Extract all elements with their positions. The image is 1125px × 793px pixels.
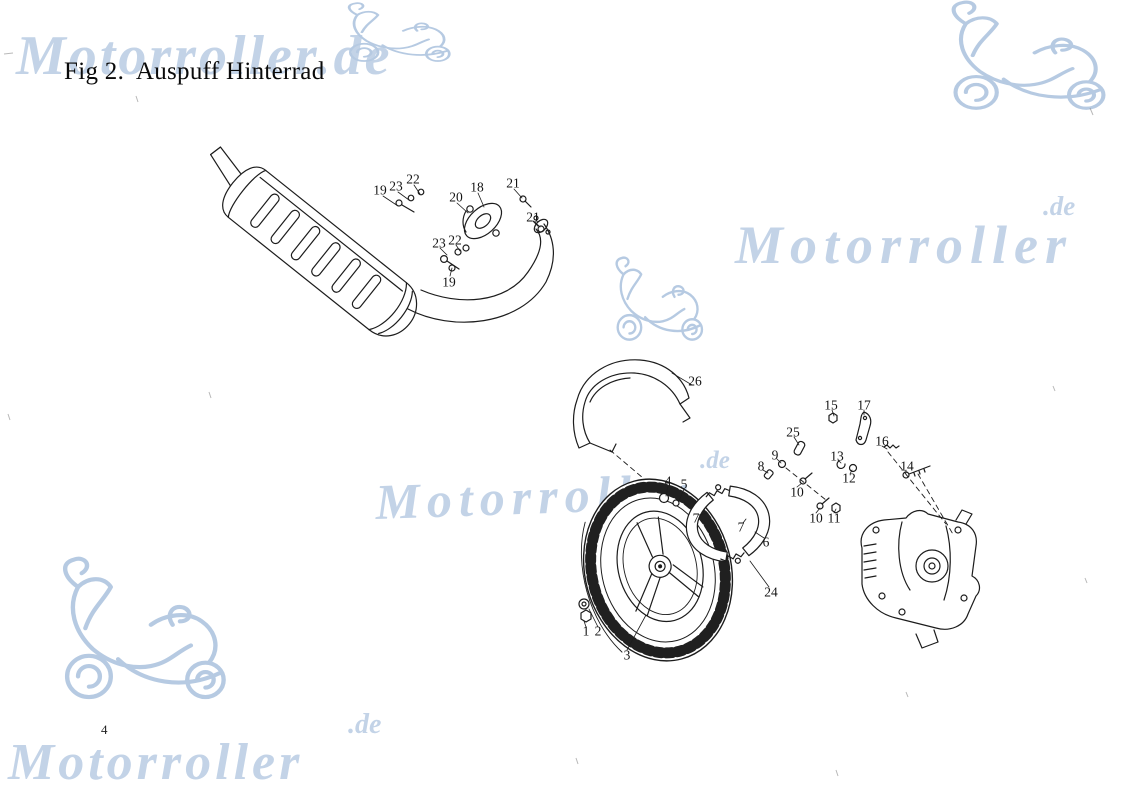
part-callout-8: 8 [757, 458, 765, 474]
lever-spring [883, 444, 900, 449]
rear-fender [572, 359, 691, 453]
part-callout-5: 5 [680, 476, 688, 492]
clip [836, 460, 846, 470]
part-callout-1: 1 [582, 623, 590, 639]
brake-spring-lower [720, 552, 745, 562]
part-callout-24: 24 [764, 584, 778, 600]
part-callout-4: 4 [664, 473, 672, 489]
part-callout-13: 13 [830, 448, 844, 464]
dashed-assembly-lines [609, 449, 955, 537]
exhaust-pipe [407, 215, 554, 323]
part-callout-3: 3 [623, 647, 631, 663]
part-callout-2: 2 [594, 623, 602, 639]
axle-washer [578, 598, 590, 610]
watermark-scooter-middle [615, 256, 704, 341]
part-callout-15: 15 [824, 397, 838, 413]
watermark-suffix-bottom: .de [348, 709, 381, 740]
part-callout-14: 14 [900, 458, 914, 474]
leader-lines [382, 184, 907, 651]
part-callout-19: 19 [373, 182, 387, 198]
part-callout-19: 19 [442, 274, 456, 290]
part-callout-18: 18 [470, 179, 484, 195]
brake-spring-upper [705, 488, 730, 498]
watermark-layer: Motorroller.de Motorroller .de Motorroll… [7, 2, 1103, 791]
part-callout-10: 10 [790, 484, 804, 500]
part-callout-21: 21 [526, 209, 540, 225]
part-callout-9: 9 [771, 447, 779, 463]
exploded-view [210, 146, 981, 662]
brake-shoes [685, 484, 771, 564]
part-callout-7: 7 [692, 510, 700, 526]
muffler-hardware [395, 188, 545, 272]
part-callout-20: 20 [449, 189, 463, 205]
part-callout-25: 25 [786, 424, 800, 440]
figure-title: Fig 2. Auspuff Hinterrad [64, 58, 325, 85]
watermark-text-bottom: Motorroller [7, 734, 303, 791]
part-callout-16: 16 [875, 433, 889, 449]
watermark-text-top-left: Motorroller.de [15, 25, 392, 87]
watermark-scooter-bottom-left [65, 559, 224, 697]
part-callout-26: 26 [688, 373, 702, 389]
cam-lever [855, 411, 872, 446]
watermark-suffix-middle: .de [700, 447, 730, 474]
part-callout-12: 12 [842, 470, 856, 486]
scan-artifacts [3, 52, 1094, 777]
engine-case [860, 509, 981, 649]
part-callout-6: 6 [762, 534, 770, 550]
part-callout-10: 10 [809, 510, 823, 526]
nut-15 [828, 412, 838, 424]
part-callout-23: 23 [389, 178, 403, 194]
part-callout-17: 17 [857, 397, 871, 413]
brake-cam [793, 440, 806, 456]
flange-gasket [462, 202, 503, 240]
part-callout-7: 7 [737, 519, 745, 535]
axle-nut [580, 609, 592, 623]
bolt-14 [908, 465, 931, 477]
watermark-scooter-top-right [954, 2, 1104, 108]
part-callout-22: 22 [448, 232, 462, 248]
muffler [210, 146, 418, 337]
page-number: 4 [101, 722, 108, 737]
part-callout-22: 22 [406, 171, 420, 187]
part-callout-21: 21 [506, 175, 520, 191]
watermark-text-top-right: Motorroller [734, 215, 1073, 275]
watermark-suffix-top-right: .de [1043, 191, 1075, 221]
part-callout-23: 23 [432, 235, 446, 251]
part-callout-11: 11 [827, 510, 841, 526]
